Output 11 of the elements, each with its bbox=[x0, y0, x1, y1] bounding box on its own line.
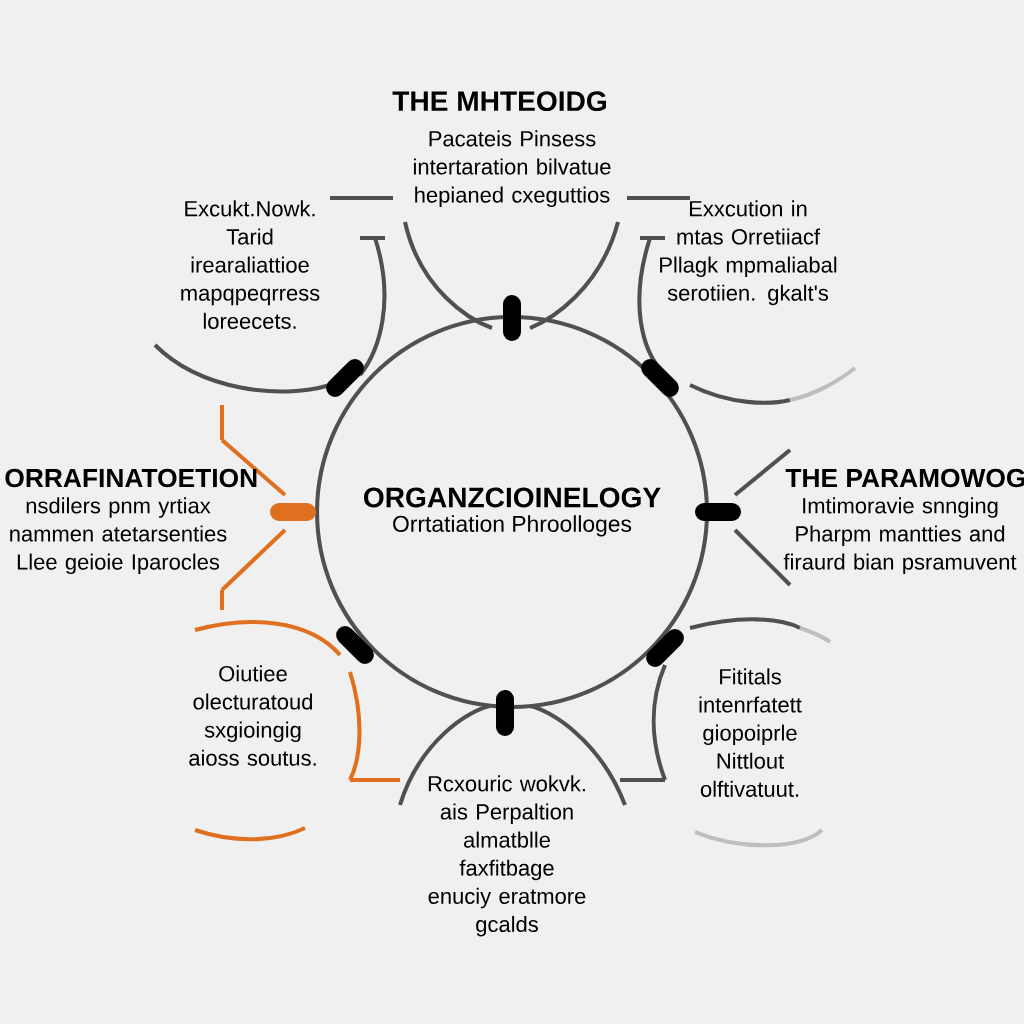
label-text: Excukt.Nowk. Tarid irearaliattioe mapqpeqrress loreecets. bbox=[181, 200, 320, 329]
label-text: Oiutiee olecturatoud sxgioingig aioss soutus. bbox=[189, 665, 316, 766]
label-text: nsdilers pnm yrtiax nammen atetarsenties Llee geioie Iparocles bbox=[10, 497, 227, 575]
label-text: Exxcution in mtas Orretiiacf Pllagk mpmaliabal serotiien. gkalt's bbox=[660, 200, 837, 306]
heading-text: ORRAFINATOETION bbox=[5, 468, 257, 488]
heading-text: THE PARAMOWOG bbox=[785, 468, 1024, 488]
label-text: Pacateis Pinsess intertaration bilvatue hepianed cxeguttios bbox=[413, 130, 611, 208]
label-text: Imtimoravie snnging Pharpm mantties and firaurd bian psramuvent bbox=[783, 497, 1017, 575]
label-text: Rcxouric wokvk. ais Perpaltion almatblle faxfitbage enuciy eratmore gcalds bbox=[428, 775, 586, 937]
title: THE MHTEOIDG bbox=[392, 91, 606, 112]
label-text: Fititals intenrfatett giopoiprle Nittlout olftivatuut. bbox=[699, 668, 802, 797]
